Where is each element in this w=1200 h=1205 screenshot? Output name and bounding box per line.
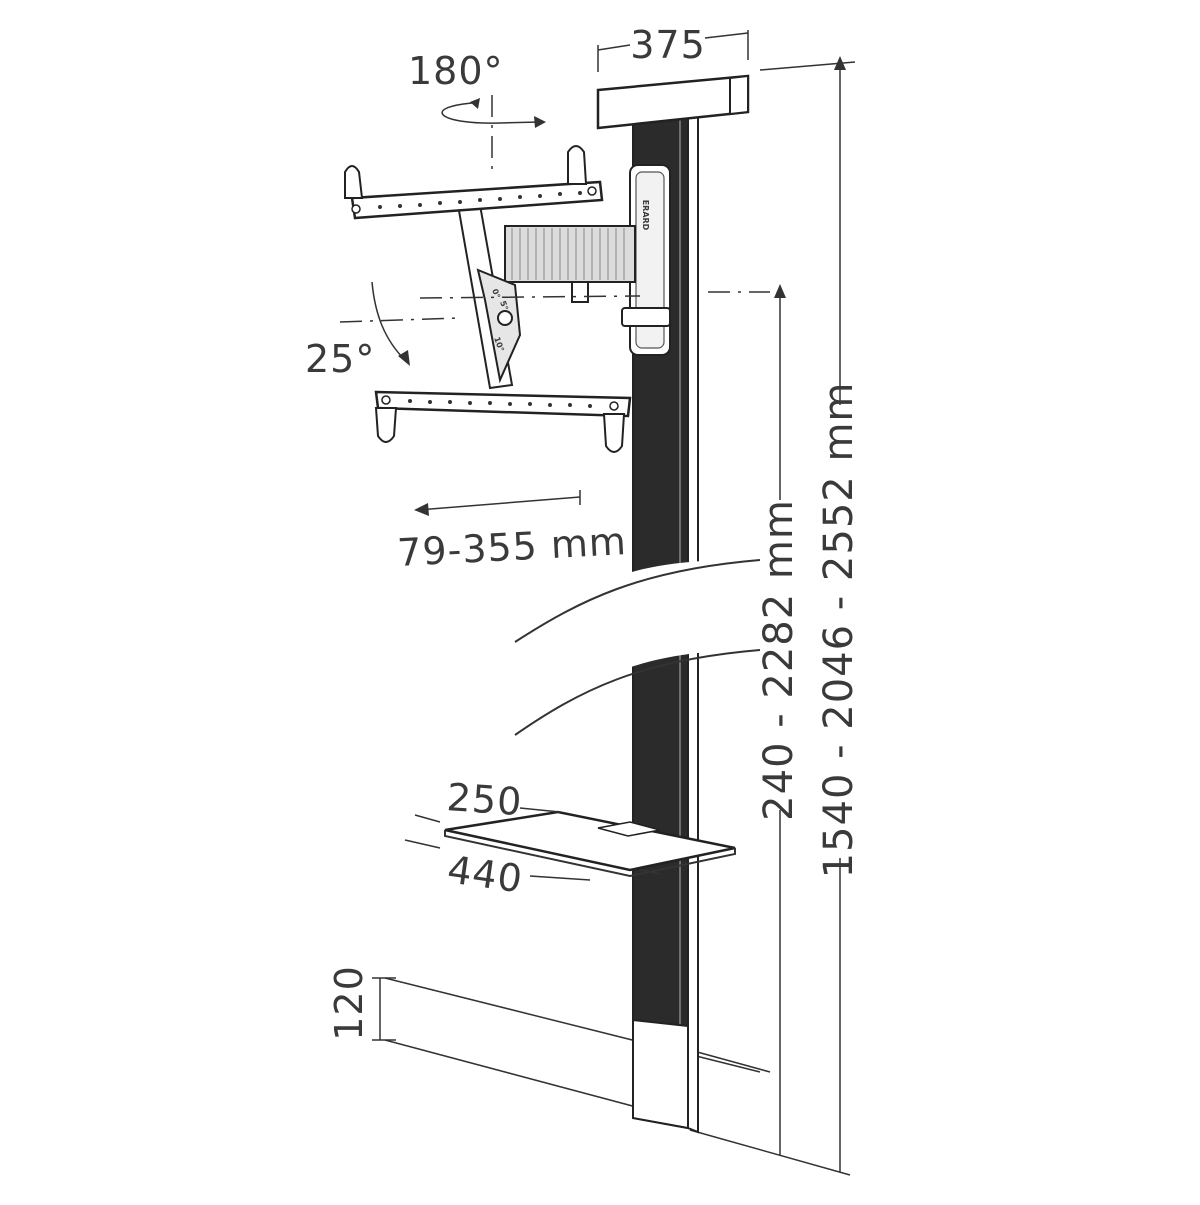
dim-375-line <box>597 30 749 72</box>
joint-label-b: 5° <box>498 300 510 312</box>
dim-250: 250 <box>445 775 523 824</box>
upper-rail <box>344 145 604 220</box>
top-cap <box>596 74 750 130</box>
dim-240-2282: 240 - 2282 mm <box>756 499 802 821</box>
rotation-indicator <box>441 95 546 170</box>
break-mark <box>514 559 761 736</box>
joint-label-a: 0° <box>490 288 502 300</box>
extension-arm <box>504 225 636 303</box>
inner-height-line <box>708 284 786 1155</box>
dim-440: 440 <box>445 847 526 901</box>
dim-120: 120 <box>327 965 371 1041</box>
dim-25: 25° <box>305 337 375 381</box>
product-label: ERARD <box>641 200 650 231</box>
dim-375: 375 <box>630 23 706 67</box>
base-dim-line <box>372 977 396 1041</box>
lower-rail <box>374 390 632 453</box>
shelf-dim-lines <box>404 807 591 881</box>
dim-180: 180° <box>408 49 504 93</box>
depth-indicator <box>414 490 581 516</box>
dim-1540-2552: 1540 - 2046 - 2552 mm <box>816 382 862 879</box>
shelf <box>444 810 736 878</box>
dim-79-355: 79-355 mm <box>396 519 628 575</box>
mount-plate <box>621 164 671 356</box>
tilt-indicator <box>339 281 641 366</box>
outer-height-line <box>759 56 856 1172</box>
